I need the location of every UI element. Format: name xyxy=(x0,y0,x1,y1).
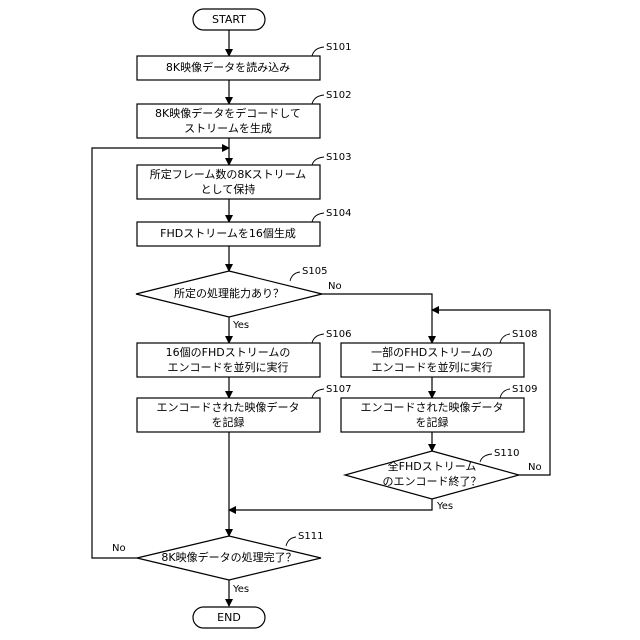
s110-yes-label: Yes xyxy=(436,501,453,512)
s109-text-line1: エンコードされた映像データ xyxy=(361,400,504,414)
s107-text-line2: を記録 xyxy=(212,415,245,429)
s107-text-line1: エンコードされた映像データ xyxy=(157,400,300,414)
s102-label: S102 xyxy=(326,90,351,101)
s105-no-label: No xyxy=(328,281,342,292)
s111-leader xyxy=(286,537,296,546)
s101-leader xyxy=(312,47,324,56)
s103-label: S103 xyxy=(326,152,351,163)
decision-s111: 8K映像データの処理完了？ S111 No Yes xyxy=(112,531,323,595)
s108-text-line2: エンコードを並列に実行 xyxy=(372,360,493,374)
s107-leader xyxy=(312,389,324,398)
s103-text-line2: として保持 xyxy=(201,182,256,196)
arrow-s110-yes xyxy=(229,499,432,510)
end-text: END xyxy=(217,611,241,624)
step-s107: エンコードされた映像データ を記録 S107 xyxy=(137,384,351,432)
s106-text-line2: エンコードを並列に実行 xyxy=(168,360,289,374)
s111-text: 8K映像データの処理完了？ xyxy=(161,550,296,564)
step-s108: 一部のFHDストリームの エンコードを並列に実行 S108 xyxy=(341,329,537,377)
s105-text: 所定の処理能力あり？ xyxy=(174,286,284,300)
s109-text-line2: を記録 xyxy=(416,415,449,429)
s106-label: S106 xyxy=(326,329,351,340)
s103-leader xyxy=(312,157,324,165)
s111-yes-label: Yes xyxy=(232,584,249,595)
s110-no-label: No xyxy=(528,462,542,473)
s110-text-line2: のエンコード終了？ xyxy=(383,474,482,488)
start-terminal: START xyxy=(193,9,265,30)
s102-leader xyxy=(312,95,324,104)
s104-label: S104 xyxy=(326,208,351,219)
s105-label: S105 xyxy=(302,266,327,277)
s102-text-line2: ストリームを生成 xyxy=(184,121,272,135)
s106-text-line1: 16個のFHDストリームの xyxy=(166,346,291,359)
s102-text-line1: 8K映像データをデコードして xyxy=(155,106,301,120)
s105-leader xyxy=(290,272,300,281)
s110-leader xyxy=(480,454,492,462)
s108-leader xyxy=(500,334,510,343)
end-terminal: END xyxy=(193,607,265,628)
step-s102: 8K映像データをデコードして ストリームを生成 S102 xyxy=(137,90,351,138)
step-s103: 所定フレーム数の8Kストリーム として保持 S103 xyxy=(137,152,351,199)
s109-leader xyxy=(500,389,510,398)
step-s106: 16個のFHDストリームの エンコードを並列に実行 S106 xyxy=(137,329,351,377)
decision-s105: 所定の処理能力あり？ S105 No Yes xyxy=(136,266,342,331)
s104-leader xyxy=(312,213,324,222)
step-s104: FHDストリームを16個生成 S104 xyxy=(137,208,351,246)
s101-text: 8K映像データを読み込み xyxy=(166,60,290,74)
s110-label: S110 xyxy=(494,448,519,459)
s111-no-label: No xyxy=(112,543,126,554)
s105-yes-label: Yes xyxy=(232,320,249,331)
s108-text-line1: 一部のFHDストリームの xyxy=(371,345,493,359)
s109-label: S109 xyxy=(512,384,537,395)
s111-label: S111 xyxy=(298,531,323,542)
s106-leader xyxy=(312,334,324,343)
s108-label: S108 xyxy=(512,329,537,340)
s110-text-line1: 全FHDストリーム xyxy=(388,459,477,473)
decision-s110: 全FHDストリーム のエンコード終了？ S110 No Yes xyxy=(345,448,542,512)
step-s101: 8K映像データを読み込み S101 xyxy=(137,42,351,80)
start-text: START xyxy=(212,13,246,26)
s103-text-line1: 所定フレーム数の8Kストリーム xyxy=(150,167,307,181)
s101-label: S101 xyxy=(326,42,351,53)
s104-text: FHDストリームを16個生成 xyxy=(160,226,296,240)
step-s109: エンコードされた映像データ を記録 S109 xyxy=(341,384,537,432)
s107-label: S107 xyxy=(326,384,351,395)
